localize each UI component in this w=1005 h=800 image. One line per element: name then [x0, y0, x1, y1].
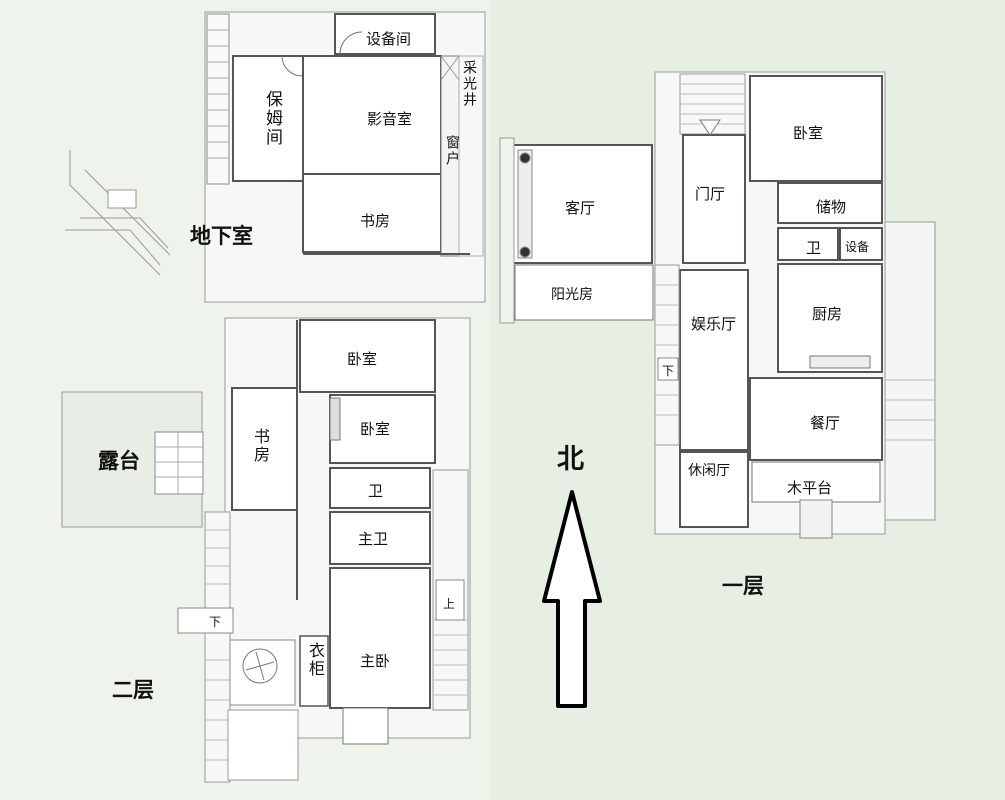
second-wardrobe-label: 衣柜 — [306, 642, 325, 678]
basement-window-label: 窗户 — [444, 135, 460, 167]
first-down-label: 下 — [662, 364, 675, 378]
basement-study-label: 书房 — [360, 212, 391, 230]
first-storage-label: 储物 — [816, 198, 847, 216]
first-lounge-label: 休闲厅 — [688, 463, 730, 479]
first-entertainment-label: 娱乐厅 — [691, 315, 737, 333]
second-floor-label: 二层 — [112, 678, 154, 702]
first-floor-label: 一层 — [722, 574, 764, 598]
second-down-label: 下 — [209, 615, 222, 629]
north-label: 北 — [557, 444, 584, 475]
first-living-label: 客厅 — [565, 199, 596, 217]
second-master-bedroom-label: 主卧 — [360, 652, 391, 670]
first-bath-label: 卫 — [806, 239, 822, 257]
basement-theater-label: 影音室 — [367, 110, 413, 128]
second-master-bath-label: 主卫 — [358, 530, 389, 548]
second-up-label: 上 — [443, 597, 456, 611]
second-bedroom-2-label: 卧室 — [360, 420, 391, 438]
second-terrace-label: 露台 — [98, 449, 140, 473]
second-floor-plan — [61, 317, 471, 783]
basement-floor-label: 地下室 — [190, 224, 253, 248]
first-sunroom-label: 阳光房 — [551, 287, 593, 303]
basement-nanny-label: 保姆间 — [262, 90, 282, 147]
first-equipment-label: 设备 — [845, 240, 870, 254]
first-bedroom-label: 卧室 — [793, 124, 824, 142]
first-deck-label: 木平台 — [787, 479, 833, 497]
first-dining-label: 餐厅 — [810, 414, 841, 432]
second-study-label: 书房 — [251, 428, 270, 464]
north-arrow — [542, 490, 602, 708]
second-bedroom-1-label: 卧室 — [347, 350, 378, 368]
first-kitchen-label: 厨房 — [812, 305, 843, 323]
first-foyer-label: 门厅 — [695, 185, 726, 203]
stair-detail — [65, 150, 171, 276]
basement-skylight-label: 采光井 — [461, 60, 477, 108]
basement-equipment-label: 设备间 — [366, 30, 412, 48]
basement-plan — [204, 11, 486, 303]
second-bath-label: 卫 — [368, 482, 384, 500]
first-floor-plan — [499, 71, 936, 539]
